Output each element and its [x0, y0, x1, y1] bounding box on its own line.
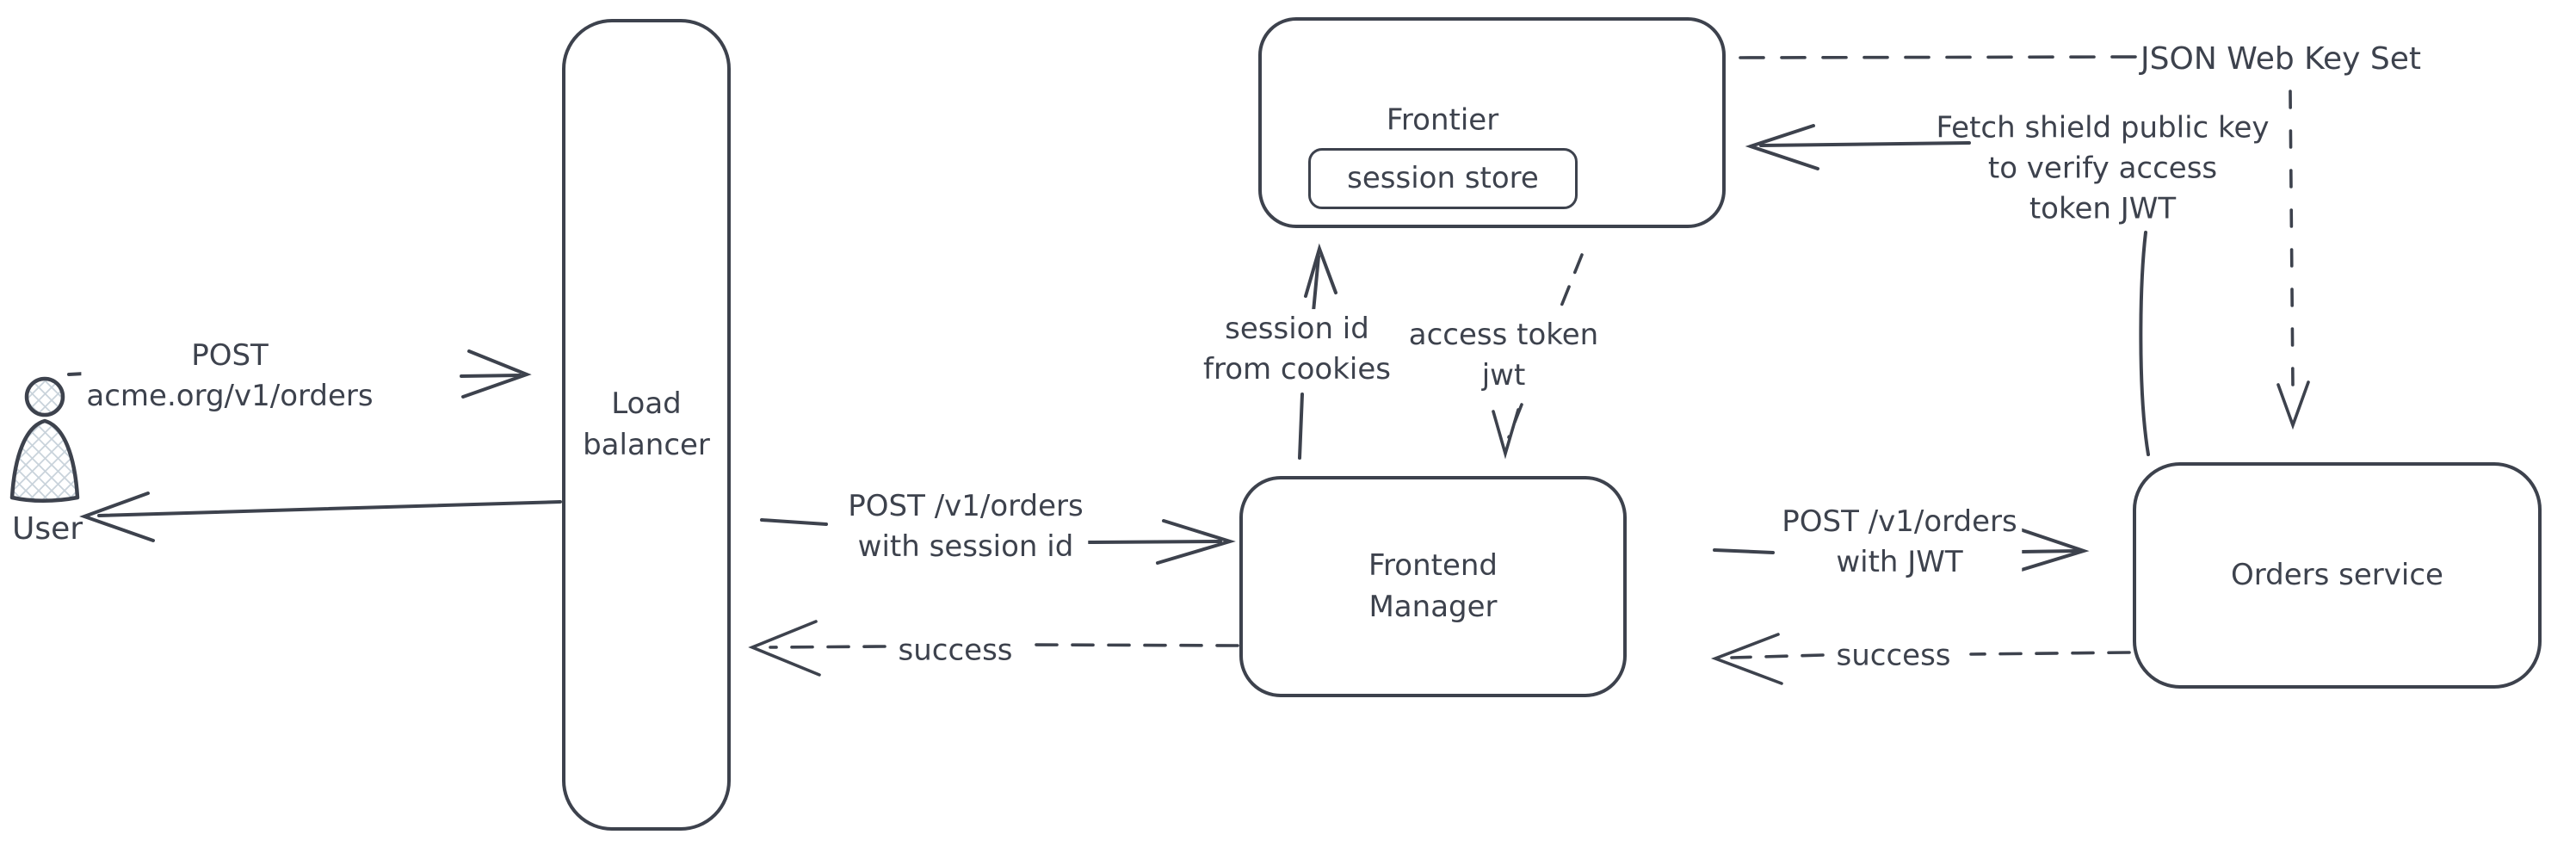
label-json-web-key-set: JSON Web Key Set	[2140, 41, 2421, 77]
edge-label-post-acme-orders: POST acme.org/v1/orders	[81, 336, 379, 417]
load-balancer-label: Load balancer	[583, 386, 710, 462]
edge-label-fetch-shield-public-key: Fetch shield public key to verify access…	[1936, 110, 2270, 226]
edge-label-access-token-jwt: access token jwt	[1403, 315, 1604, 396]
edge-frontend-manager-to-load-balancer	[748, 620, 1239, 677]
edge-label-post-orders-session-id: POST /v1/orders with session id	[843, 486, 1089, 567]
edge-frontier-to-json-web-key-set	[1739, 55, 2148, 59]
edge-frontend-manager-to-frontier	[1298, 243, 1337, 460]
edge-label-session-id-from-cookies: session id from cookies	[1198, 309, 1396, 390]
edge-load-balancer-to-frontend-manager	[760, 518, 1236, 565]
frontend-manager-label: Frontend Manager	[1368, 547, 1498, 624]
edge-frontend-manager-to-orders-service	[1713, 528, 2090, 574]
user-label: User	[11, 511, 83, 547]
edge-orders-service-to-frontier	[1745, 124, 2150, 456]
edge-json-web-key-set-to-orders-service	[2276, 90, 2310, 430]
user-person-icon	[9, 376, 80, 503]
frontier-label: Frontier	[1386, 102, 1499, 138]
node-session-store: session store	[1308, 148, 1578, 209]
edge-label-success-right: success	[1831, 635, 1956, 677]
edge-orders-service-to-frontend-manager	[1710, 633, 2131, 685]
orders-service-label: Orders service	[2231, 557, 2443, 592]
session-store-label: session store	[1347, 160, 1539, 195]
edge-frontier-to-frontend-manager	[1492, 253, 1584, 460]
edge-label-success-left: success	[893, 630, 1018, 671]
node-load-balancer: Load balancer	[562, 19, 731, 831]
edge-load-balancer-to-user	[79, 492, 562, 542]
edge-label-post-orders-jwt: POST /v1/orders with JWT	[1776, 502, 2023, 583]
node-orders-service: Orders service	[2133, 462, 2542, 689]
node-frontend-manager: Frontend Manager	[1239, 476, 1627, 697]
